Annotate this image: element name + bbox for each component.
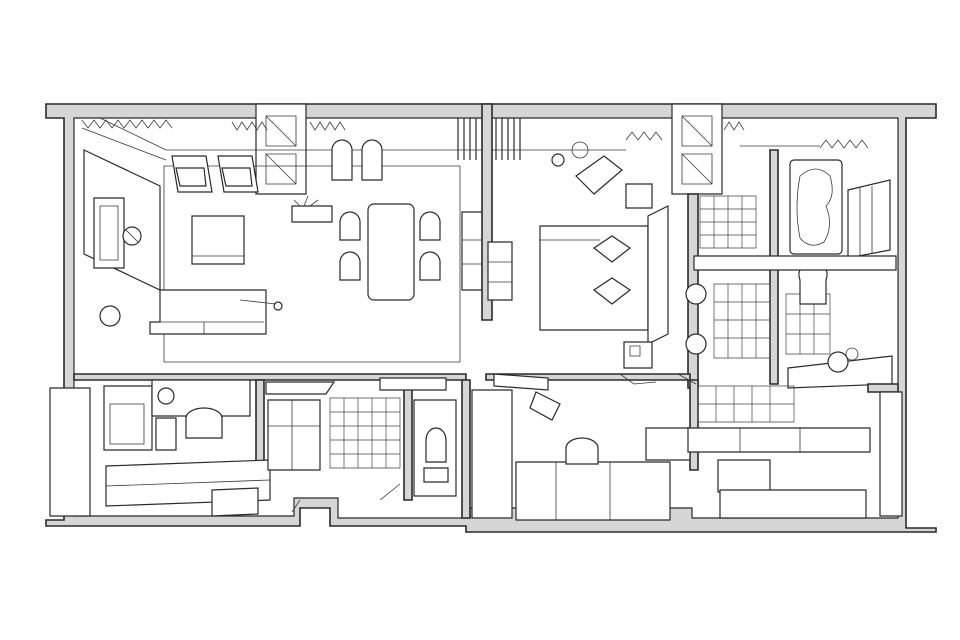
door-panel	[494, 374, 548, 390]
wall-columns	[256, 104, 722, 194]
tile-grid-4	[330, 398, 400, 468]
shelf-unit	[488, 242, 512, 300]
curtain-2	[232, 122, 267, 130]
toilet-tank	[424, 468, 448, 482]
curtain-5	[496, 118, 520, 160]
living-room	[84, 140, 488, 362]
bathtub	[790, 160, 842, 254]
lower-walls	[74, 374, 898, 518]
sink-1	[686, 284, 706, 304]
floor-lamp	[100, 306, 120, 326]
headboard	[648, 206, 668, 344]
master-bedroom	[540, 142, 668, 368]
study-shelf	[646, 428, 690, 460]
drawer-unit	[156, 418, 176, 450]
tv-screen	[94, 198, 124, 268]
column-left	[256, 104, 306, 194]
lounge-chair	[576, 156, 622, 194]
pillow-1	[594, 236, 630, 262]
living-rug	[164, 166, 460, 362]
stool-1	[332, 140, 352, 180]
dining-chair-1	[340, 212, 360, 240]
towel-shelf	[848, 180, 890, 258]
curtain-3	[310, 122, 345, 130]
desk	[152, 380, 250, 416]
counter-top	[694, 256, 896, 270]
study	[472, 374, 690, 520]
closet-left	[50, 388, 90, 516]
plant-icon	[294, 196, 318, 206]
column-right	[672, 104, 722, 194]
bedroom-2	[50, 380, 270, 516]
storage-cabinet	[268, 400, 320, 470]
stool-2	[362, 140, 382, 180]
tile-grid-5	[698, 386, 794, 422]
nightstand-bottom	[624, 342, 652, 368]
side-table-round	[552, 154, 564, 166]
closet-right	[880, 392, 902, 516]
curtain-1	[82, 120, 172, 128]
tile-grid-2	[714, 284, 770, 358]
dining-chair-3	[420, 212, 440, 240]
shelf-bar-2	[380, 378, 446, 390]
door-swing-1	[380, 484, 400, 500]
pillow-2	[594, 278, 630, 304]
curtain-6	[626, 132, 662, 140]
curtain-4	[458, 118, 482, 160]
closet-study	[472, 390, 512, 518]
plant-stand	[292, 206, 332, 222]
curtain-7	[724, 122, 744, 130]
curtains	[82, 118, 868, 160]
nightstand-top	[626, 184, 652, 208]
side-lamp	[274, 302, 282, 310]
wall-art	[104, 386, 152, 450]
desk-lamp	[158, 388, 174, 404]
tile-grid-1	[700, 196, 756, 248]
bathtub-basin	[797, 169, 832, 245]
toilet-2	[426, 428, 446, 462]
bathroom-2	[266, 378, 456, 496]
lamp-shade	[530, 392, 560, 420]
bedroom-3	[688, 386, 902, 518]
dining-table	[368, 204, 414, 300]
dresser	[718, 460, 770, 492]
study-chair	[566, 438, 598, 464]
ottoman	[212, 488, 258, 516]
sofa	[150, 290, 266, 334]
ensuite-bath	[686, 150, 896, 388]
sink-2	[686, 334, 706, 354]
curtain-8	[820, 140, 868, 148]
shelf-bar-1	[266, 382, 334, 394]
desk-chair	[186, 408, 222, 438]
doors	[292, 374, 696, 512]
coffee-table	[192, 216, 244, 264]
dining-chair-4	[420, 252, 440, 280]
bed-3	[688, 428, 870, 452]
bed	[540, 226, 648, 330]
wardrobe	[720, 490, 866, 518]
study-desk	[516, 462, 670, 520]
dining-chair-2	[340, 252, 360, 280]
basin-round	[828, 352, 848, 372]
